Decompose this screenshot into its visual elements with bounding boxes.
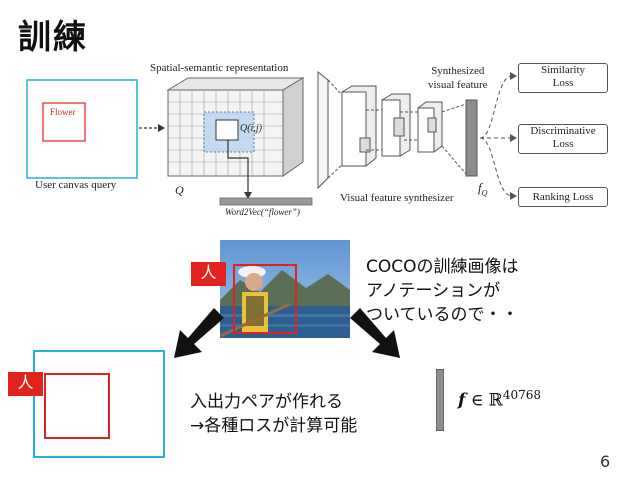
architecture-figure (26, 70, 517, 206)
user-canvas-box (26, 79, 138, 179)
discriminative-loss-box: Discriminative Loss (518, 124, 608, 154)
word2vec-label: Word2Vec(“flower”) (225, 207, 300, 217)
canvas-flower-box (42, 102, 86, 142)
canvas-flower-label: Flower (50, 107, 76, 117)
big-arrows (174, 308, 400, 358)
canvas-caption: User canvas query (35, 179, 117, 191)
photo-person-box (233, 264, 297, 334)
page-number: 6 (600, 452, 611, 471)
ranking-loss-box: Ranking Loss (518, 187, 608, 207)
cnn-layers (317, 70, 467, 190)
left-down-arrow (174, 308, 224, 358)
slide-title: 訓練 (18, 17, 88, 56)
word2vec-bar (219, 197, 313, 206)
person-tag-left: 人 (8, 372, 43, 396)
fq-label: fQ (478, 180, 488, 198)
person-tag-top: 人 (191, 262, 226, 286)
q-label: Q (175, 183, 184, 197)
example-canvas-box (33, 350, 165, 458)
synth-caption: Visual feature synthesizer (340, 192, 454, 204)
spatial-title: Spatial-semantic representation (150, 62, 289, 74)
example-person-box (44, 373, 110, 439)
coco-annotation-text: COCOの訓練画像は アノテーションが ついているので・・ (366, 257, 519, 325)
loss-connectors (479, 75, 513, 197)
cell-label: Q(i,j) (240, 123, 262, 134)
feature-formula: f ∈ ℝ40768 (458, 388, 542, 411)
right-down-arrow (350, 308, 400, 358)
synthesized-feature-bar (465, 99, 478, 177)
arrow-head (158, 124, 165, 132)
spatial-grid (166, 77, 305, 199)
synth-feature-label: Synthesized visual feature (428, 65, 488, 91)
similarity-loss-box: Similarity Loss (518, 63, 608, 93)
pair-text: 入出力ペアが作れる →各種ロスが計算可能 (190, 392, 358, 436)
feature-vector-bar (436, 369, 444, 431)
